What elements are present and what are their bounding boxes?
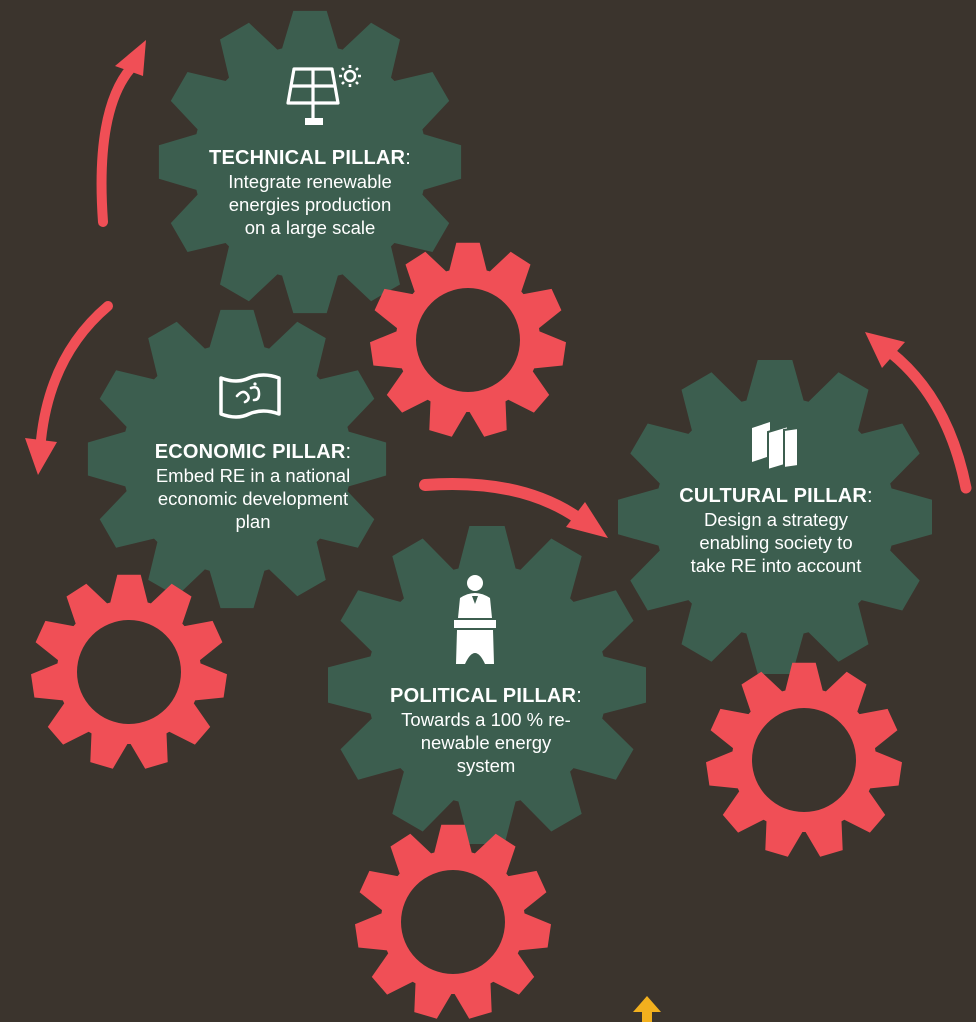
yellow-up-arrow xyxy=(633,996,661,1022)
arrow-to-economic xyxy=(25,301,113,475)
economic-pillar-title: ECONOMIC PILLAR: xyxy=(154,441,352,463)
political-pillar-line-2: newable energy xyxy=(420,732,552,753)
technical-pillar-line-2: energies production xyxy=(228,194,392,215)
technical-pillar-line-1: Integrate renewable xyxy=(228,171,392,192)
cultural-gear xyxy=(618,360,932,674)
economic-pillar-line-3: plan xyxy=(235,511,271,532)
arrow-to-cultural xyxy=(419,477,608,538)
arrow-to-technical xyxy=(96,40,146,227)
speaker-podium-icon xyxy=(454,575,496,664)
economic-pillar-line-1: Embed RE in a national xyxy=(155,465,351,486)
technical-pillar: TECHNICAL PILLAR: Integrate renewable en… xyxy=(188,146,432,239)
books-icon xyxy=(752,422,799,470)
solar-panel-icon xyxy=(286,65,361,125)
technical-pillar-line-3: on a large scale xyxy=(244,217,376,238)
cultural-pillar-line-2: enabling society to xyxy=(699,532,853,553)
red-gear-top xyxy=(370,242,566,437)
cultural-pillar: CULTURAL PILLAR: Design a strategy enabl… xyxy=(656,484,896,577)
cultural-pillar-line-3: take RE into account xyxy=(690,555,862,576)
political-pillar: POLITICAL PILLAR: Towards a 100 % re- ne… xyxy=(370,684,602,777)
political-pillar-line-3: system xyxy=(456,755,516,776)
red-gear-bottom xyxy=(355,824,551,1019)
economic-gear xyxy=(87,309,387,609)
economic-pillar: ECONOMIC PILLAR: Embed RE in a national … xyxy=(118,440,388,533)
arrow-from-cultural xyxy=(865,332,972,494)
technical-pillar-title: TECHNICAL PILLAR: xyxy=(209,147,411,169)
cultural-pillar-line-1: Design a strategy xyxy=(704,509,848,530)
cultural-pillar-title: CULTURAL PILLAR: xyxy=(679,485,873,507)
economic-pillar-line-2: economic development xyxy=(157,488,349,509)
banknote-icon xyxy=(219,373,281,419)
technical-gear xyxy=(158,10,462,314)
political-pillar-line-1: Towards a 100 % re- xyxy=(401,709,571,730)
political-gear xyxy=(328,526,646,844)
red-gear-left xyxy=(31,574,227,769)
political-pillar-title: POLITICAL PILLAR: xyxy=(390,685,582,707)
red-gear-right xyxy=(706,662,902,857)
